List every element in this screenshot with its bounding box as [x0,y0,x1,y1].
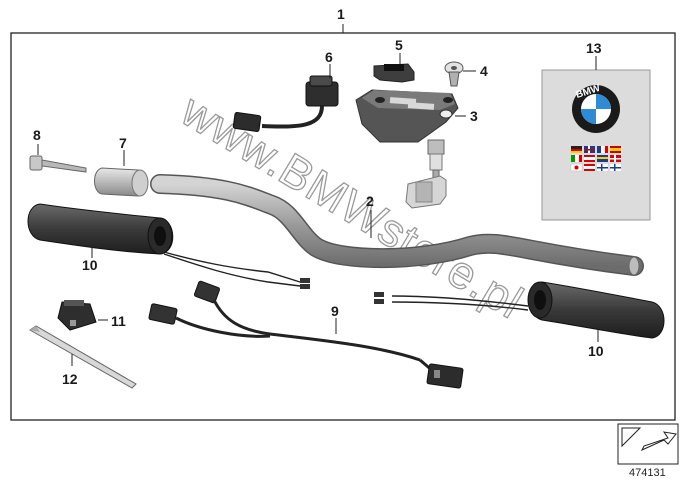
wiring-harness-part [148,280,464,389]
right-heated-grip-part [374,281,665,339]
callout-7: 7 [119,135,127,151]
callout-11: 11 [111,313,126,329]
callout-6: 6 [325,49,333,65]
heated-grip-switch-part [232,75,339,132]
callout-10-right: 10 [588,343,604,359]
handlebar-part [150,174,644,276]
callout-2: 2 [366,193,374,209]
clamp-plate-part [355,89,459,143]
mounting-bolt-part [405,139,447,209]
callout-13: 13 [586,40,602,56]
callout-12: 12 [62,371,78,387]
callout-10-left: 10 [82,257,98,273]
connector-part [57,300,97,331]
bracket-part [373,63,415,83]
callout-1: 1 [337,6,345,22]
cable-tie-part [29,325,137,389]
bar-end-weight-part [94,167,149,197]
reference-number: 474131 [629,467,666,479]
screw-part [444,61,464,87]
callout-9: 9 [331,303,339,319]
language-flags-icon [570,146,621,172]
callout-4: 4 [480,63,488,79]
owners-manual-part: BMW [541,69,651,221]
long-bolt-part [29,155,87,173]
callout-3: 3 [470,108,478,124]
left-heated-grip-part [27,203,310,289]
watermark-text: www.BMWstore.pl [172,83,532,328]
folded-corner-arrow-icon [617,423,679,465]
bmw-roundel-icon: BMW [572,83,620,133]
callout-8: 8 [33,127,41,143]
callout-5: 5 [395,37,403,53]
